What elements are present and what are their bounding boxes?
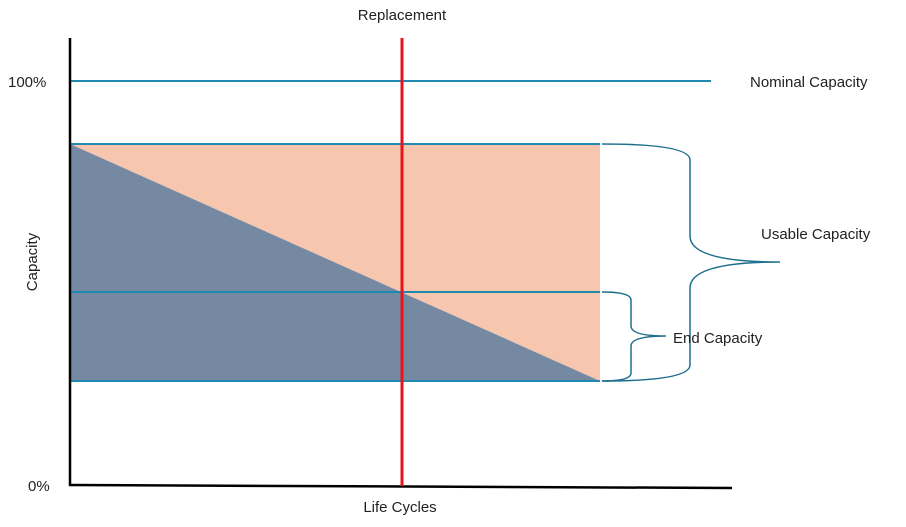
x-axis: [68, 483, 733, 490]
replacement-label: Replacement: [358, 7, 447, 24]
usable-capacity-brace: [601, 143, 781, 382]
end-capacity-brace: [601, 291, 667, 382]
y-axis-label: Capacity: [24, 232, 41, 291]
usable-capacity-label: Usable Capacity: [761, 226, 871, 243]
end-capacity-label: End Capacity: [673, 330, 763, 347]
tick-0-label: 0%: [28, 478, 50, 495]
tick-100-label: 100%: [8, 74, 46, 91]
x-axis-label: Life Cycles: [363, 499, 436, 516]
degraded-capacity-region: [70, 144, 600, 381]
nominal-capacity-label: Nominal Capacity: [750, 74, 868, 91]
